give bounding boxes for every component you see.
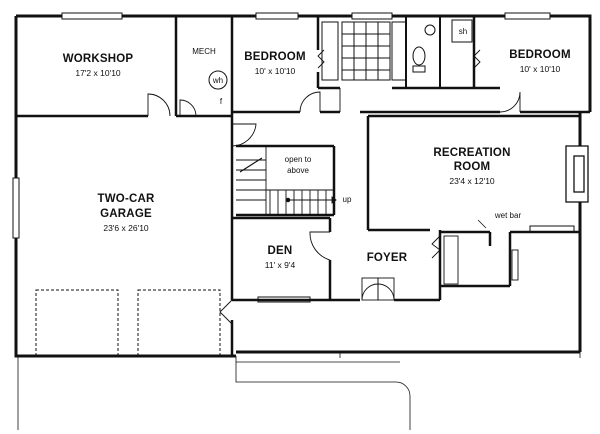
garage-label-line1: TWO-CAR (98, 193, 155, 205)
shower-label: sh (459, 27, 467, 36)
bedroom-right-dim: 10' x 10'10 (520, 64, 561, 74)
doors (147, 49, 521, 325)
stairs-up-label: up (343, 195, 352, 204)
fireplace (565, 145, 589, 203)
room-labels: WORKSHOP 17'2 x 10'10 MECH BEDROOM 10' x… (63, 47, 571, 270)
bedroom-left-label: BEDROOM (244, 51, 305, 63)
exterior-walls (14, 14, 592, 358)
bedroom-left-dim: 10' x 10'10 (255, 66, 296, 76)
wet-bar-label: wet bar (494, 211, 522, 220)
interior-walls (16, 16, 590, 356)
mech-equipment (208, 70, 228, 90)
workshop-dim: 17'2 x 10'10 (75, 68, 121, 78)
stairs (236, 146, 337, 215)
garage-dim: 23'6 x 26'10 (103, 223, 149, 233)
site-lines (17, 352, 581, 430)
top-windows (61, 12, 551, 20)
workshop-label: WORKSHOP (63, 53, 134, 65)
garage-label-line2: GARAGE (100, 208, 152, 220)
bedroom-right-label: BEDROOM (509, 49, 570, 61)
water-heater-label: wh (212, 76, 223, 85)
garage-side-window (12, 177, 20, 239)
furnace-label: f (220, 97, 223, 106)
recreation-label-line1: RECREATION (433, 147, 510, 159)
den-dim: 11' x 9'4 (265, 260, 296, 270)
wet-bar-pointer (477, 219, 487, 229)
den-label: DEN (268, 245, 293, 257)
annotation-labels: wh f sh open to above up wet bar (212, 27, 522, 220)
foyer-label: FOYER (367, 252, 408, 264)
recreation-label-line2: ROOM (454, 161, 491, 173)
bathroom-fixtures (321, 16, 473, 88)
open-above-line1: open to (285, 155, 312, 164)
mech-label: MECH (192, 47, 216, 56)
garage-doors (35, 289, 221, 357)
open-above-line2: above (287, 166, 309, 175)
recreation-dim: 23'4 x 12'10 (449, 176, 495, 186)
